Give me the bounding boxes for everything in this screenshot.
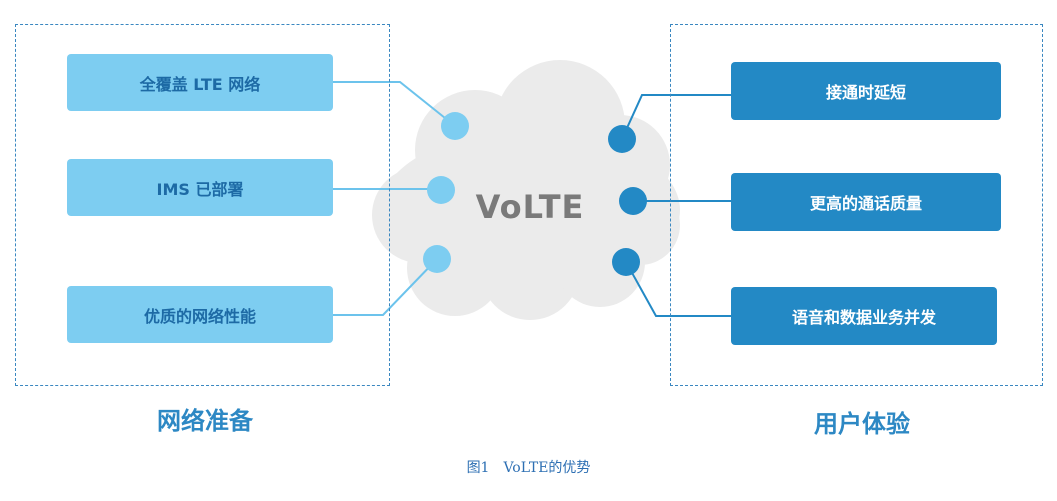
node-right-1 xyxy=(608,125,636,153)
connector-right-3 xyxy=(625,261,731,317)
left-box-3: 优质的网络性能 xyxy=(67,286,333,343)
left-box-2: IMS 已部署 xyxy=(67,159,333,216)
right-group-title: 用户体验 xyxy=(814,410,910,438)
right-box-1: 接通时延短 xyxy=(731,62,1001,120)
node-left-2 xyxy=(427,176,455,204)
connector-left-3 xyxy=(333,258,438,316)
left-box-1: 全覆盖 LTE 网络 xyxy=(67,54,333,111)
node-left-1 xyxy=(441,112,469,140)
node-right-3 xyxy=(612,248,640,276)
left-group-title: 网络准备 xyxy=(157,407,253,435)
connector-left-1 xyxy=(333,81,456,127)
right-box-3: 语音和数据业务并发 xyxy=(731,287,997,345)
node-right-2 xyxy=(619,187,647,215)
left-group-frame xyxy=(15,24,390,386)
node-left-3 xyxy=(423,245,451,273)
center-label: VoLTE xyxy=(475,188,585,226)
right-box-2: 更高的通话质量 xyxy=(731,173,1001,231)
figure-caption: 图1 VoLTE的优势 xyxy=(466,460,591,476)
cloud-shape xyxy=(372,60,680,320)
connector-right-1 xyxy=(621,94,731,140)
right-group-frame xyxy=(670,24,1043,386)
